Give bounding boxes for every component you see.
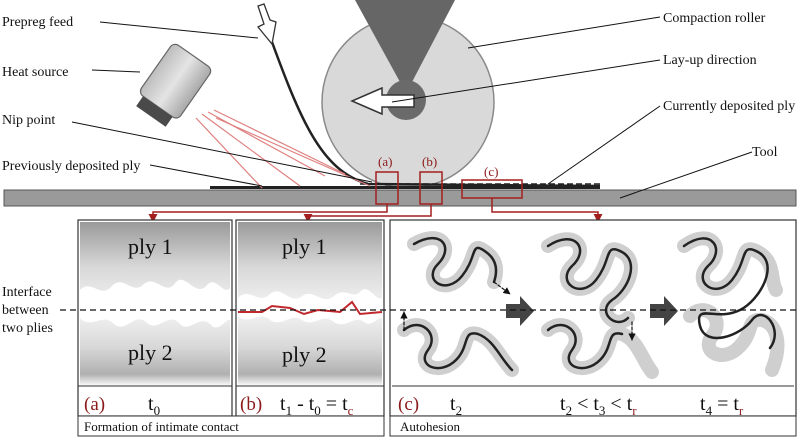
layup-direction-arrow-icon [350, 86, 415, 116]
caption-contact: Formation of intimate contact [84, 419, 239, 434]
progression-arrow-1-icon [506, 296, 534, 326]
region-tag-c: (c) [484, 164, 498, 179]
panel-b-lower-rough-surface [238, 308, 382, 325]
panel-a-ply2: ply 2 [128, 340, 173, 365]
panel-b: ply 1 ply 2 (b) t1 - t0 = tc [235, 219, 385, 418]
previously-deposited-ply [210, 186, 600, 189]
panel-a-upper-rough-surface [80, 279, 230, 310]
panel-b-contact-line [238, 300, 383, 316]
label-prepreg-feed: Prepreg feed [2, 15, 73, 30]
chain-stage-1 [397, 231, 519, 377]
chain-stage-3 [677, 231, 785, 377]
caption-box-contact [77, 415, 385, 437]
region-tag-a: (a) [378, 154, 392, 169]
region-connectors [148, 198, 603, 223]
panel-a-ply1: ply 1 [128, 234, 173, 259]
heat-source-icon [136, 43, 212, 127]
label-layup-direction: Lay-up direction [663, 53, 757, 68]
panel-c-letter: (c) [398, 394, 419, 415]
label-interface-line3: two plies [2, 321, 53, 336]
region-tag-b: (b) [422, 154, 437, 169]
label-tool: Tool [752, 145, 778, 160]
panel-a-letter: (a) [84, 394, 105, 415]
chain-stage-2 [541, 232, 659, 379]
label-nip-point: Nip point [2, 113, 55, 128]
caption-autohesion: Autohesion [400, 419, 460, 434]
panel-b-ply1: ply 1 [282, 234, 327, 259]
panel-b-ply2: ply 2 [282, 342, 327, 367]
panel-c-inequality: t2 < t3 < tr [560, 393, 637, 418]
caption-box-autohesion [389, 415, 797, 437]
label-interface-line1: Interface [2, 285, 52, 300]
panel-a-time: t0 [148, 393, 160, 418]
label-previously-deposited-ply: Previously deposited ply [2, 159, 140, 174]
panel-b-time-eq: t1 - t0 = tc [280, 393, 354, 418]
prepreg-feed-arrow-icon [256, 3, 277, 46]
label-compaction-roller: Compaction roller [663, 11, 766, 26]
leader-lines [71, 16, 753, 199]
panel-c-t4: t4 = tr [700, 393, 744, 418]
label-currently-deposited-ply: Currently deposited ply [663, 99, 795, 114]
panel-a: ply 1 ply 2 (a) t0 [77, 219, 233, 418]
panel-b-upper-rough-surface [238, 289, 382, 310]
roller-holder [355, 0, 455, 82]
panel-a-lower-rough-surface [80, 306, 230, 328]
panel-c: (c) t2 t2 < t3 < tr t4 = tr [389, 219, 797, 418]
panel-b-letter: (b) [240, 394, 262, 415]
label-heat-source: Heat source [2, 65, 68, 80]
label-interface-line2: between [2, 303, 49, 318]
tool-plate [3, 189, 797, 207]
progression-arrow-2-icon [650, 296, 678, 326]
panel-c-t2: t2 [450, 393, 462, 418]
